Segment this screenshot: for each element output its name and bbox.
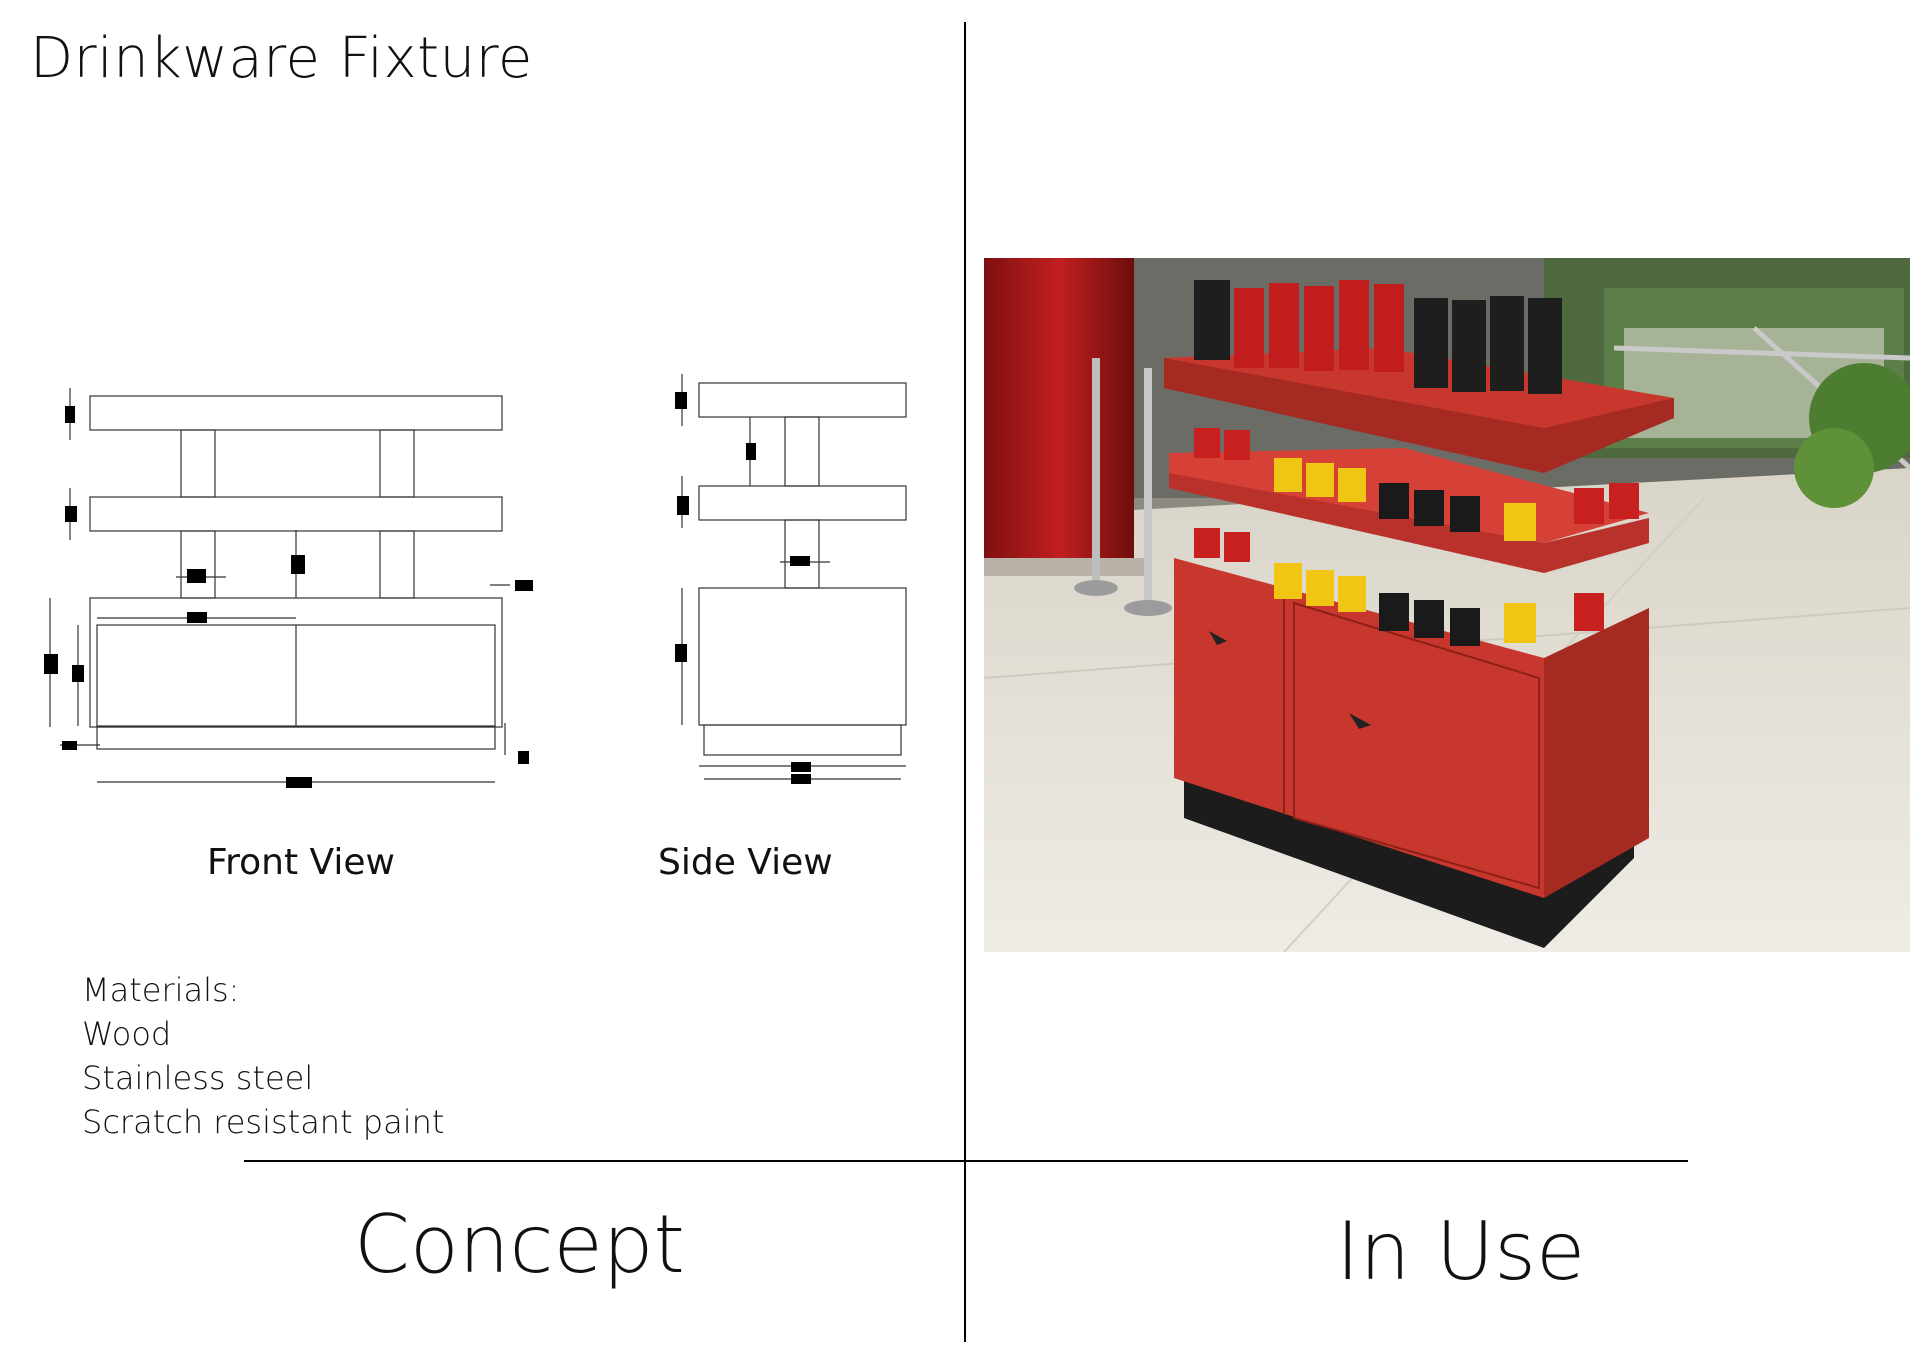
side-view-label: Side View <box>658 842 833 883</box>
concept-section-label: Concept <box>354 1198 685 1291</box>
front-view-drawing <box>44 388 533 788</box>
page-title: Drinkware Fixture <box>30 26 533 91</box>
materials-heading: Materials: <box>82 971 240 1009</box>
side-view-drawing <box>675 374 907 784</box>
vertical-divider <box>964 22 966 1342</box>
fixture-photo <box>984 258 1910 952</box>
material-item: Scratch resistant paint <box>82 1103 445 1141</box>
materials-list: Materials: Wood Stainless steel Scratch … <box>82 968 444 1144</box>
horizontal-divider <box>244 1160 1688 1162</box>
in-use-section-label: In Use <box>1336 1205 1586 1298</box>
material-item: Stainless steel <box>82 1059 314 1097</box>
front-view-label: Front View <box>207 842 395 883</box>
material-item: Wood <box>82 1015 172 1053</box>
